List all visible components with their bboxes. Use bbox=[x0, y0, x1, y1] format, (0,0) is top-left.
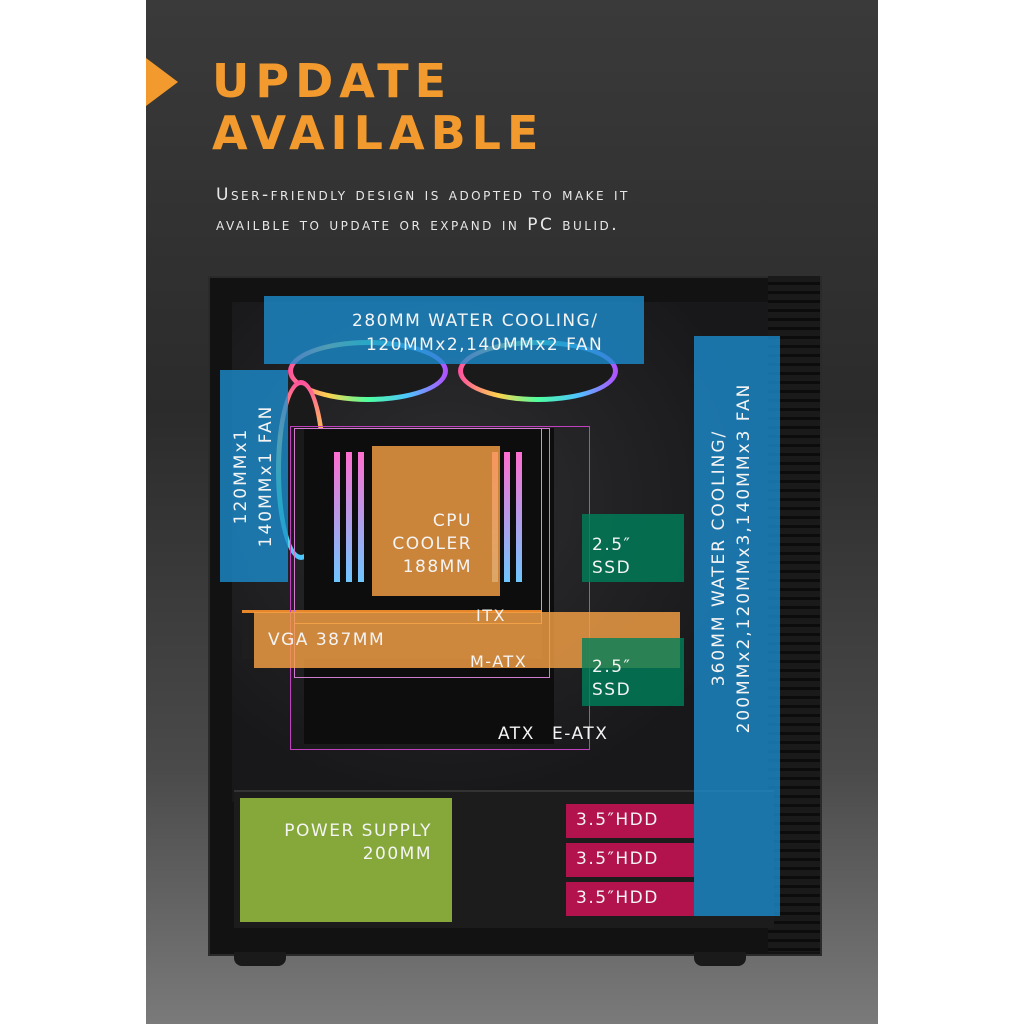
rear-fan-overlay bbox=[220, 370, 288, 582]
ssd-2-label-2: SSD bbox=[592, 680, 632, 700]
cpu-cooler-label: CPU COOLER 188MM bbox=[376, 510, 472, 579]
cpu-cooler-label-1: CPU bbox=[432, 511, 472, 531]
description-line-1: User-friendly design is adopted to make … bbox=[216, 185, 630, 205]
front-radiator-overlay bbox=[694, 336, 780, 916]
front-radiator-label-1: 360MM WATER COOLING/ bbox=[709, 429, 729, 687]
hdd-3-overlay bbox=[566, 882, 694, 916]
case-foot-right bbox=[694, 952, 746, 966]
front-radiator-label: 360MM WATER COOLING/ 200MMx2,120MMx3,140… bbox=[707, 258, 767, 858]
hdd-3-label: 3.5″HDD bbox=[576, 888, 659, 908]
eatx-outline bbox=[290, 426, 590, 750]
ssd-1-label-2: SSD bbox=[592, 558, 632, 578]
cpu-cooler-label-2: COOLER bbox=[392, 534, 472, 554]
rear-fan-label-1: 120MMx1 bbox=[231, 427, 251, 525]
ram-stick bbox=[516, 452, 522, 582]
rear-fan-label-2: 140MMx1 FAN bbox=[256, 404, 276, 548]
psu-label-1: POWER SUPPLY bbox=[284, 821, 432, 841]
description: User-friendly design is adopted to make … bbox=[216, 180, 776, 240]
eatx-label: E-ATX bbox=[552, 724, 609, 744]
ssd-1-label-1: 2.5″ bbox=[592, 535, 632, 555]
ssd-2-label-1: 2.5″ bbox=[592, 657, 632, 677]
atx-label: ATX bbox=[498, 724, 535, 744]
psu-overlay bbox=[240, 798, 452, 922]
matx-label: M-ATX bbox=[470, 652, 528, 671]
vga-label: VGA 387MM bbox=[268, 630, 386, 650]
front-radiator-label-2: 200MMx2,120MMx3,140MMx3 FAN bbox=[734, 382, 754, 734]
cpu-cooler-label-3: 188MM bbox=[402, 557, 472, 577]
ram-stick bbox=[358, 452, 364, 582]
ram-stick bbox=[504, 452, 510, 582]
headline-line-1: UPDATE bbox=[212, 54, 453, 108]
description-line-2: availble to update or expand in PC bulid… bbox=[216, 215, 620, 235]
arrow-icon bbox=[146, 58, 178, 106]
hdd-1-label: 3.5″HDD bbox=[576, 810, 659, 830]
psu-label: POWER SUPPLY 200MM bbox=[252, 820, 432, 866]
top-radiator-overlay bbox=[264, 296, 644, 364]
ram-stick bbox=[346, 452, 352, 582]
poster: UPDATE AVAILABLE User-friendly design is… bbox=[146, 0, 878, 1024]
ssd-2-overlay bbox=[582, 638, 684, 706]
ssd-1-label: 2.5″ SSD bbox=[592, 534, 631, 580]
itx-label: ITX bbox=[476, 606, 506, 625]
psu-label-2: 200MM bbox=[362, 844, 432, 864]
ssd-1-overlay bbox=[582, 514, 684, 582]
case-foot-left bbox=[234, 952, 286, 966]
headline-line-2: AVAILABLE bbox=[212, 106, 545, 160]
top-radiator-label-2: 120MMx2,140MMx2 FAN bbox=[366, 335, 604, 355]
matx-outline bbox=[294, 428, 550, 678]
ssd-2-label: 2.5″ SSD bbox=[592, 656, 631, 702]
rear-fan-label: 120MMx1 140MMx1 FAN bbox=[229, 396, 279, 556]
cpu-cooler-overlay bbox=[372, 446, 500, 596]
top-radiator-label-1: 280MM WATER COOLING/ bbox=[352, 311, 599, 331]
hdd-2-overlay bbox=[566, 843, 694, 877]
hdd-1-overlay bbox=[566, 804, 694, 838]
ram-stick bbox=[334, 452, 340, 582]
hdd-2-label: 3.5″HDD bbox=[576, 849, 659, 869]
